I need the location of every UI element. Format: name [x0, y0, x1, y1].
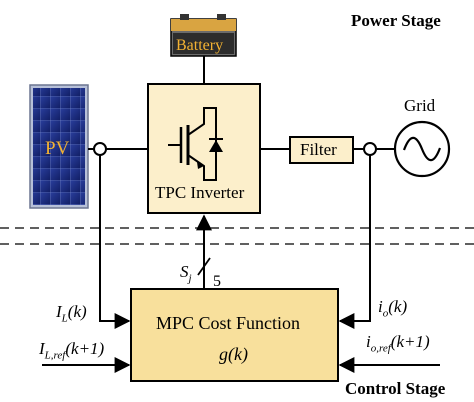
- io-tail: (k): [388, 297, 408, 316]
- pv-label: PV: [45, 138, 70, 159]
- grid-source: [393, 120, 451, 178]
- il-ref-label: IL,ref(k+1): [39, 340, 104, 361]
- il-sub: L: [61, 312, 68, 325]
- il-ref-tail: (k+1): [65, 339, 105, 358]
- io-ref-tail: (k+1): [390, 332, 430, 351]
- il-label: IL(k): [56, 303, 87, 324]
- switching-signal-label: Sj: [180, 263, 192, 284]
- bus-slash: [197, 257, 211, 276]
- io-sub: o: [382, 307, 389, 320]
- filter-label: Filter: [300, 140, 337, 159]
- mpc-block: [130, 288, 339, 382]
- battery-label: Battery: [176, 37, 224, 54]
- control-stage-label: Control Stage: [345, 379, 446, 398]
- il-feedback-line: [99, 155, 131, 329]
- grid-label: Grid: [404, 96, 436, 115]
- io-label: io(k): [378, 298, 407, 319]
- mpc-title: MPC Cost Function: [156, 313, 301, 333]
- il-ref-base: I: [39, 339, 45, 358]
- io-feedback-line: [338, 155, 371, 329]
- grid-current-sensor: [363, 142, 377, 156]
- io-ref-label: io,ref(k+1): [366, 333, 430, 354]
- battery-block: [170, 14, 237, 57]
- mpc-function: g(k): [219, 344, 248, 364]
- io-ref-base: i: [366, 332, 371, 351]
- pv-current-sensor: [93, 142, 107, 156]
- il-ref-sub: L,ref: [44, 349, 66, 362]
- inverter-label: TPC Inverter: [155, 183, 245, 202]
- il-base: I: [56, 302, 62, 321]
- tpc-inverter-block: [147, 83, 261, 214]
- bus-width-label: 5: [213, 273, 221, 290]
- power-stage-label: Power Stage: [351, 11, 441, 30]
- il-tail: (k): [67, 302, 87, 321]
- io-ref-sub: o,ref: [370, 342, 391, 355]
- sj-base: S: [180, 262, 189, 281]
- sj-sub: j: [188, 272, 192, 285]
- pv-panel: [29, 84, 89, 209]
- io-base: i: [378, 297, 383, 316]
